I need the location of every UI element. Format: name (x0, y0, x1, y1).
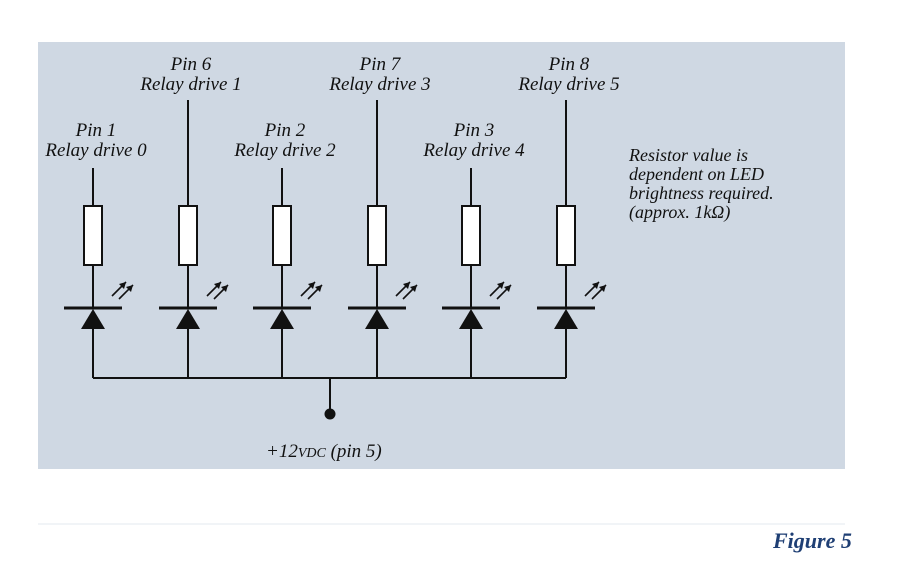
pin-label: Pin 6 (170, 54, 212, 75)
relay-drive-label: Relay drive 0 (44, 140, 147, 161)
resistor (556, 205, 576, 266)
led-icon (459, 309, 483, 329)
resistor (83, 205, 103, 266)
arrow-head (410, 285, 417, 292)
resistor-note-line-2: dependent on LED (629, 164, 764, 184)
arrow-head (126, 285, 133, 292)
divider (38, 523, 845, 525)
figure-caption: Figure 5 (772, 528, 852, 553)
resistor (272, 205, 292, 266)
arrow-head (403, 282, 410, 289)
resistor-note-line-1: Resistor value is (628, 145, 748, 165)
resistor-note-line-3: brightness required. (629, 183, 774, 203)
diagram-panel (38, 42, 845, 469)
led-icon (176, 309, 200, 329)
relay-drive-label: Relay drive 2 (233, 140, 336, 161)
arrow-head (119, 282, 126, 289)
resistor (178, 205, 198, 266)
arrow-head (308, 282, 315, 289)
resistor (367, 205, 387, 266)
arrow-head (214, 282, 221, 289)
arrow-head (592, 282, 599, 289)
led-icon (554, 309, 578, 329)
relay-drive-label: Relay drive 4 (422, 140, 525, 161)
arrow-head (315, 285, 322, 292)
arrow-head (504, 285, 511, 292)
pin-label: Pin 2 (264, 120, 306, 141)
pin-label: Pin 3 (453, 120, 495, 141)
light-emission-icon (584, 281, 607, 300)
pin-label: Pin 1 (75, 120, 117, 141)
led-icon (365, 309, 389, 329)
led-icon (270, 309, 294, 329)
arrow-head (221, 285, 228, 292)
light-emission-icon (300, 281, 323, 300)
supply-terminal (324, 408, 336, 420)
relay-drive-label: Relay drive 3 (328, 74, 430, 95)
light-emission-icon (489, 281, 512, 300)
light-emission-icon (206, 281, 229, 300)
arrow-head (497, 282, 504, 289)
resistor (461, 205, 481, 266)
resistor-note: Resistor value is dependent on LED brigh… (628, 145, 778, 223)
resistor-note-line-4: (approx. 1kΩ) (629, 202, 730, 223)
pin-label: Pin 7 (359, 54, 402, 75)
arrow-head (599, 285, 606, 292)
relay-drive-label: Relay drive 1 (139, 74, 241, 95)
pin-label: Pin 8 (548, 54, 590, 75)
led-icon (81, 309, 105, 329)
supply-label: +12VDC (pin 5) (266, 441, 382, 462)
relay-drive-label: Relay drive 5 (517, 74, 619, 95)
light-emission-icon (395, 281, 418, 300)
light-emission-icon (111, 281, 134, 300)
